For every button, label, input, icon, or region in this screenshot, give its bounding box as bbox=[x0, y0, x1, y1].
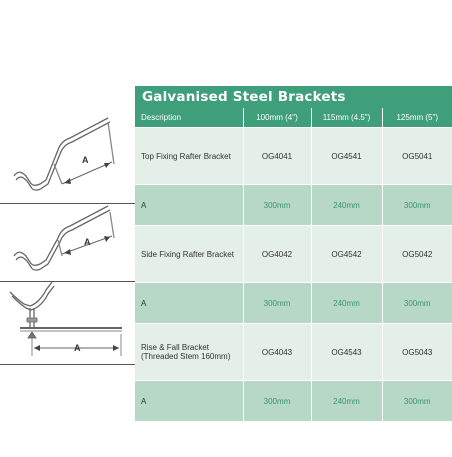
dimension-label: A bbox=[135, 380, 244, 422]
table-title: Galvanised Steel Brackets bbox=[135, 86, 452, 108]
header-115mm: 115mm (4.5") bbox=[311, 108, 383, 128]
dimension-label: A bbox=[135, 184, 244, 226]
row-description: Top Fixing Rafter Bracket bbox=[135, 127, 244, 185]
dimension-value: 300mm bbox=[243, 380, 312, 422]
dimension-value: 300mm bbox=[382, 184, 452, 226]
dimension-label: A bbox=[135, 282, 244, 324]
rise-fall-bracket-drawing bbox=[9, 281, 122, 356]
product-table: Description 100mm (4") 115mm (4.5") 125m… bbox=[135, 108, 452, 422]
dimension-value: 300mm bbox=[382, 282, 452, 324]
dimension-value: 300mm bbox=[243, 282, 312, 324]
table-row: Top Fixing Rafter Bracket OG4041 OG4541 … bbox=[135, 127, 452, 185]
product-code: OG5042 bbox=[382, 225, 452, 283]
row-description: Rise & Fall Bracket (Threaded Stem 160mm… bbox=[135, 323, 244, 381]
product-code: OG4043 bbox=[243, 323, 312, 381]
dimension-value: 300mm bbox=[243, 184, 312, 226]
table-row: A 300mm 240mm 300mm bbox=[135, 184, 452, 226]
product-code: OG4541 bbox=[311, 127, 383, 185]
dimension-label-a-1: A bbox=[82, 155, 89, 165]
dimension-value: 300mm bbox=[382, 380, 452, 422]
dimension-value: 240mm bbox=[311, 282, 383, 324]
header-description: Description bbox=[135, 108, 244, 128]
dimension-label-a-2: A bbox=[84, 237, 91, 247]
product-code: OG4041 bbox=[243, 127, 312, 185]
bracket-drawings: A A bbox=[0, 117, 135, 365]
bracket-table: Galvanised Steel Brackets Description 10… bbox=[135, 86, 452, 422]
product-code: OG5043 bbox=[382, 323, 452, 381]
header-row: Description 100mm (4") 115mm (4.5") 125m… bbox=[135, 108, 452, 128]
dimension-value: 240mm bbox=[311, 380, 383, 422]
header-100mm: 100mm (4") bbox=[243, 108, 312, 128]
product-code: OG4042 bbox=[243, 225, 312, 283]
table-row: A 300mm 240mm 300mm bbox=[135, 282, 452, 324]
table-row: Side Fixing Rafter Bracket OG4042 OG4542… bbox=[135, 225, 452, 283]
side-fixing-bracket-drawing bbox=[13, 205, 115, 271]
table-row: A 300mm 240mm 300mm bbox=[135, 380, 452, 422]
top-fixing-bracket-drawing bbox=[13, 117, 115, 191]
table-row: Rise & Fall Bracket (Threaded Stem 160mm… bbox=[135, 323, 452, 381]
dimension-label-a-3: A bbox=[74, 343, 81, 353]
row-description: Side Fixing Rafter Bracket bbox=[135, 225, 244, 283]
product-code: OG5041 bbox=[382, 127, 452, 185]
header-125mm: 125mm (5") bbox=[382, 108, 452, 128]
dimension-value: 240mm bbox=[311, 184, 383, 226]
product-code: OG4542 bbox=[311, 225, 383, 283]
product-code: OG4543 bbox=[311, 323, 383, 381]
bracket-diagrams: A A bbox=[0, 0, 135, 452]
